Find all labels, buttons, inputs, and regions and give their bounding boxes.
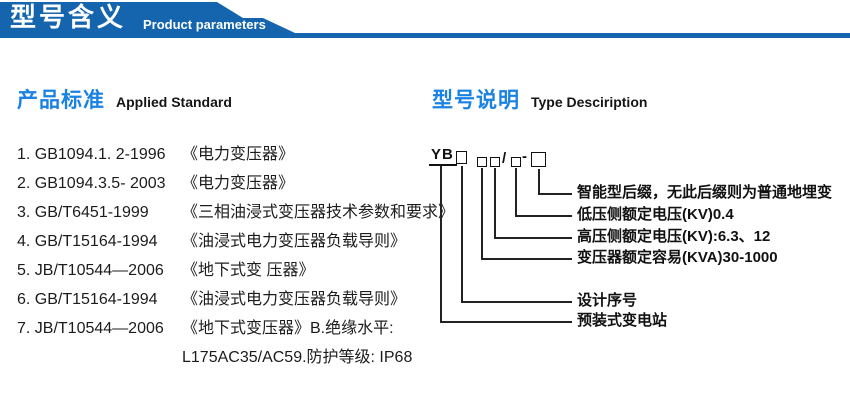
standard-title: 《地下式变压器》B.绝缘水平: [182, 320, 394, 337]
standard-item: 5. JB/T10544—2006 《地下式变 压器》 [17, 262, 427, 280]
model-code-box-4 [511, 157, 521, 167]
diagram-label-lv-voltage: 低压侧额定电压(KV)0.4 [577, 206, 734, 223]
model-code-diagram: YB / - 智能型后缀，无此后缀则为普通地埋变 低压侧额定电压(KV)0.4 … [425, 140, 845, 350]
diagram-label-prefab-substation: 预装式变电站 [577, 312, 668, 329]
type-description-heading-en: Type Desciription [531, 94, 648, 110]
model-code-slash: / [502, 150, 507, 167]
standard-item: 6. GB/T15164-1994 《油浸式电力变压器负载导则》 [17, 291, 427, 309]
standard-title-block: 《地下式变压器》B.绝缘水平: L175AC35/AC59.防护等级: IP68 [182, 320, 412, 367]
type-description-heading: 型号说明 Type Desciription [432, 84, 647, 114]
model-code-box-2 [477, 157, 487, 167]
header-title-en: Product parameters [143, 17, 266, 32]
standard-item: 3. GB/T6451-1999 《三相油浸式变压器技术参数和要求》 [17, 204, 454, 222]
type-description-heading-cn: 型号说明 [432, 89, 520, 112]
standard-item: 4. GB/T15164-1994 《油浸式电力变压器负载导则》 [17, 233, 427, 251]
standard-title: 《三相油浸式变压器技术参数和要求》 [182, 204, 455, 221]
applied-standard-heading: 产品标准 Applied Standard [17, 84, 232, 114]
connector-line [515, 168, 572, 217]
standard-item: 2. GB1094.3.5- 2003 《电力变压器》 [17, 175, 427, 193]
standard-title-line2: L175AC35/AC59.防护等级: IP68 [182, 349, 413, 366]
applied-standard-heading-cn: 产品标准 [17, 89, 105, 112]
connector-line [538, 169, 572, 195]
connector-line [461, 166, 572, 303]
header-banner: 型号含义 Product parameters [0, 2, 850, 38]
standard-code: 7. JB/T10544—2006 [17, 320, 164, 337]
standard-code: 3. GB/T6451-1999 [17, 204, 149, 221]
header-title-cn: 型号含义 [10, 2, 127, 32]
standard-title: 《电力变压器》 [182, 175, 295, 192]
standard-title: 《油浸式电力变压器负载导则》 [182, 233, 407, 250]
standard-title: 《油浸式电力变压器负载导则》 [182, 291, 407, 308]
standards-list: 1. GB1094.1. 2-1996 《电力变压器》 2. GB1094.3.… [17, 146, 454, 378]
model-code-dash: - [522, 148, 527, 165]
standard-title: 《电力变压器》 [182, 146, 295, 163]
model-code-box-3 [490, 157, 500, 167]
diagram-label-hv-voltage: 高压侧额定电压(KV):6.3、12 [577, 228, 771, 245]
connector-line [494, 168, 572, 239]
connector-line [481, 168, 572, 260]
standard-item: 1. GB1094.1. 2-1996 《电力变压器》 [17, 146, 427, 164]
standard-code: 4. GB/T15164-1994 [17, 233, 158, 250]
applied-standard-heading-en: Applied Standard [116, 94, 232, 110]
model-code-box-5 [531, 152, 546, 167]
standard-item: 7. JB/T10544—2006 《地下式变压器》B.绝缘水平: L175AC… [17, 320, 427, 367]
connector-line [440, 166, 572, 323]
diagram-label-design-serial: 设计序号 [577, 292, 638, 309]
model-prefix: YB [429, 147, 457, 166]
diagram-label-rated-capacity: 变压器额定容易(KVA)30-1000 [577, 249, 778, 266]
standard-code: 5. JB/T10544—2006 [17, 262, 164, 279]
standard-code: 1. GB1094.1. 2-1996 [17, 146, 166, 163]
standard-code: 6. GB/T15164-1994 [17, 291, 158, 308]
model-code-box-1 [456, 151, 467, 164]
standard-code: 2. GB1094.3.5- 2003 [17, 175, 166, 192]
diagram-label-smart-suffix: 智能型后缀，无此后缀则为普通地埋变 [577, 184, 833, 201]
standard-title: 《地下式变 压器》 [182, 262, 315, 279]
